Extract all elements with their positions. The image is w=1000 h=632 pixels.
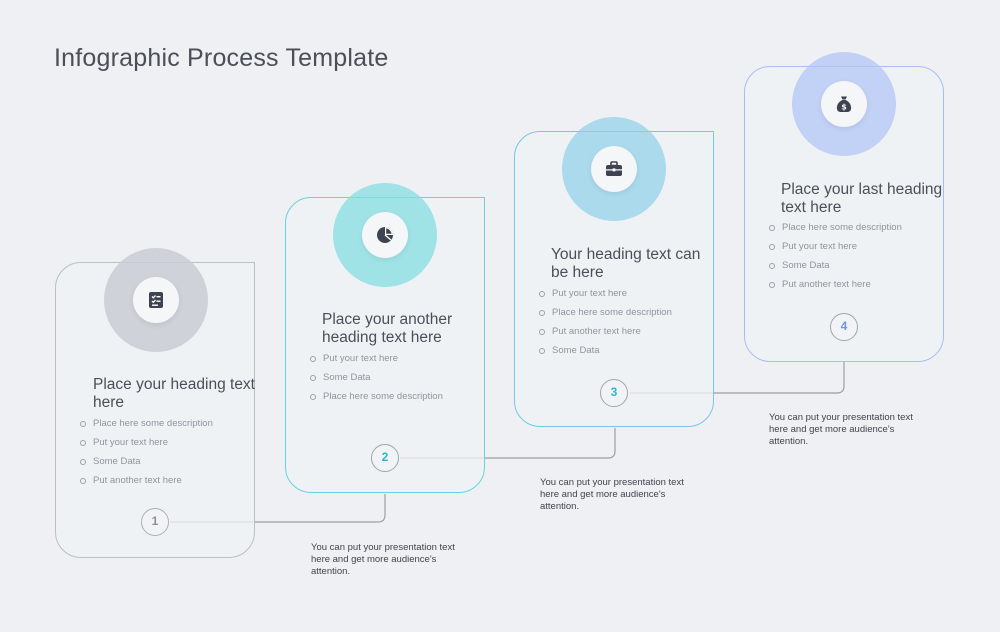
list-item: Put your text here [539, 288, 672, 307]
step-3-heading: Your heading text can be here [551, 246, 701, 281]
list-item: Put another text here [769, 279, 902, 298]
list-item: Put your text here [80, 437, 213, 456]
list-item: Place here some description [539, 307, 672, 326]
step-1-heading: Place your heading text here [93, 376, 255, 411]
step-2-description: You can put your presentation text here … [540, 477, 684, 512]
list-item: Place here some description [769, 222, 902, 241]
list-item: Some Data [310, 372, 443, 391]
step-1-icon-badge [133, 277, 179, 323]
step-3-number: 3 [600, 379, 628, 407]
step-4-heading: Place your last heading text here [781, 181, 943, 216]
step-1-number: 1 [141, 508, 169, 536]
money-bag-icon: $ [836, 96, 852, 112]
list-item: Some Data [539, 345, 672, 364]
step-3-bullets: Put your text here Place here some descr… [539, 288, 672, 364]
step-4-bullets: Place here some description Put your tex… [769, 222, 902, 298]
svg-text:$: $ [841, 103, 847, 112]
list-item: Some Data [769, 260, 902, 279]
list-item: Put another text here [539, 326, 672, 345]
list-item: Put your text here [310, 353, 443, 372]
checklist-icon [149, 292, 163, 308]
list-item: Some Data [80, 456, 213, 475]
step-2-number: 2 [371, 444, 399, 472]
step-3-description: You can put your presentation text here … [769, 412, 913, 447]
step-2-heading: Place your another heading text here [322, 311, 453, 346]
briefcase-icon [606, 161, 622, 176]
step-3-icon-badge [591, 146, 637, 192]
pie-chart-icon [377, 227, 393, 243]
step-2-bullets: Put your text here Some Data Place here … [310, 353, 443, 410]
list-item: Place here some description [310, 391, 443, 410]
step-4-number: 4 [830, 313, 858, 341]
step-1-bullets: Place here some description Put your tex… [80, 418, 213, 494]
step-4-icon-badge: $ [821, 81, 867, 127]
step-1-description: You can put your presentation text here … [311, 542, 455, 577]
step-2-icon-badge [362, 212, 408, 258]
list-item: Put your text here [769, 241, 902, 260]
page-title: Infographic Process Template [54, 44, 389, 72]
list-item: Put another text here [80, 475, 213, 494]
list-item: Place here some description [80, 418, 213, 437]
